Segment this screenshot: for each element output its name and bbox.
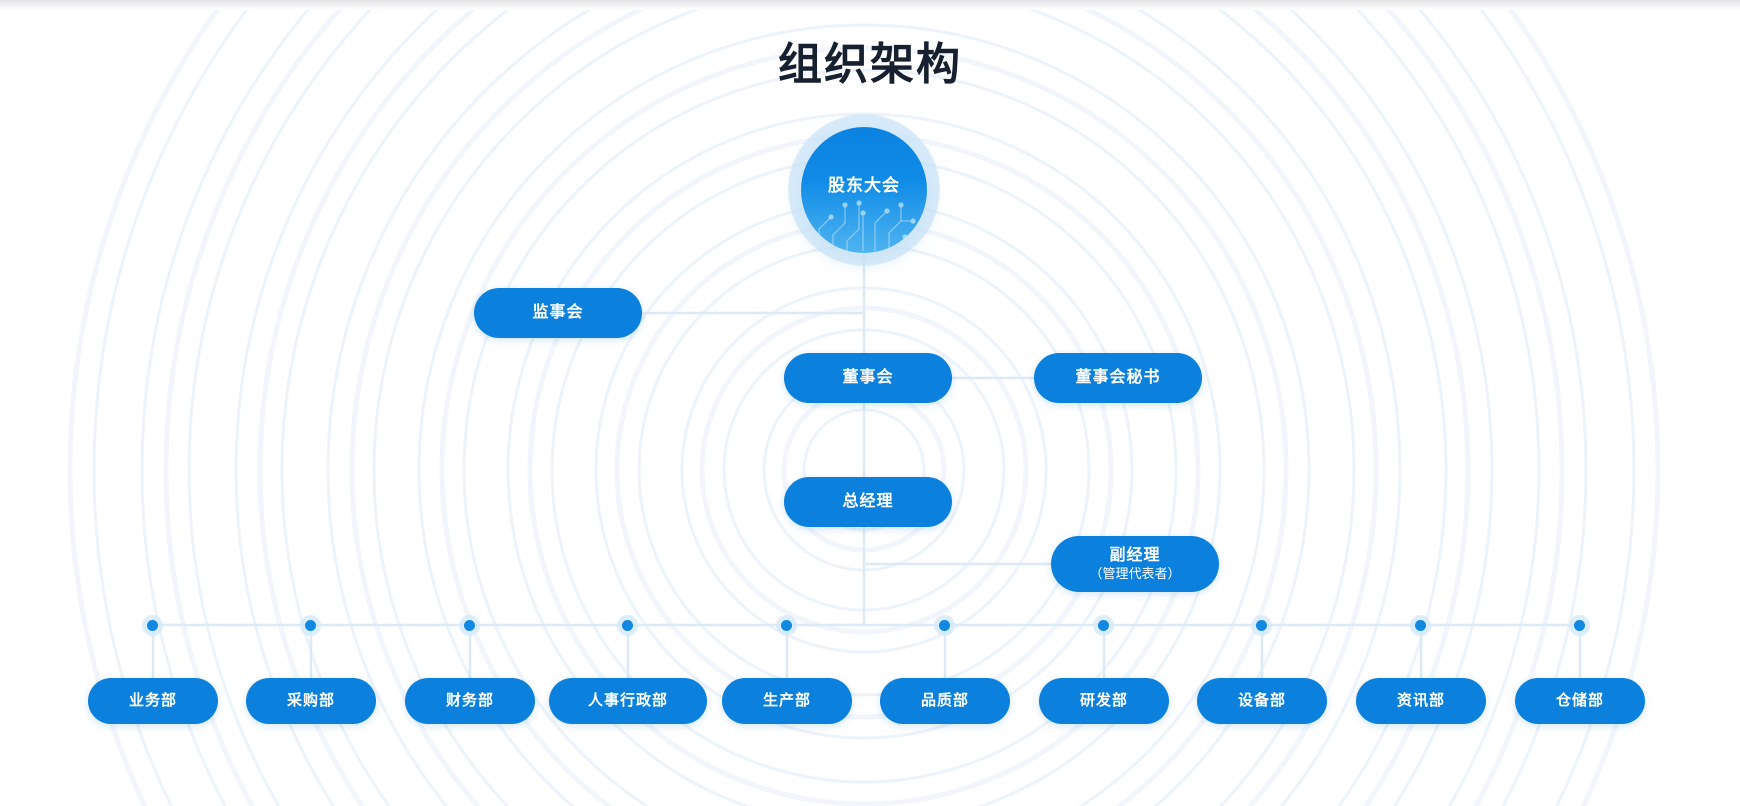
node-dept-production[interactable]: 生产部 [722,678,852,724]
node-dept-it[interactable]: 资讯部 [1356,678,1486,724]
bus-dot [464,620,475,631]
node-label: 设备部 [1237,691,1286,709]
node-shareholders-meeting[interactable]: 股东大会 [801,127,927,253]
bus-dot [622,620,633,631]
node-label: 生产部 [762,691,811,709]
node-label: 监事会 [532,304,584,321]
bus-dot [147,620,158,631]
bus-dot [1415,620,1426,631]
node-dept-purchasing[interactable]: 采购部 [246,678,376,724]
node-dept-warehouse[interactable]: 仓储部 [1515,678,1645,724]
node-dept-finance[interactable]: 财务部 [405,678,535,724]
node-dept-rnd[interactable]: 研发部 [1039,678,1169,724]
node-label: 仓储部 [1555,691,1604,709]
bus-dot [1256,620,1267,631]
node-dept-business[interactable]: 业务部 [88,678,218,724]
bus-dot [1574,620,1585,631]
node-board-of-directors[interactable]: 董事会 [784,353,952,403]
node-dept-equipment[interactable]: 设备部 [1197,678,1327,724]
node-dept-hr-admin[interactable]: 人事行政部 [549,678,707,724]
node-label: 资讯部 [1396,691,1445,709]
node-label: 股东大会 [828,176,900,195]
page-title: 组织架构 [778,40,962,89]
bus-dot [939,620,950,631]
node-label: 总经理 [842,493,894,510]
node-label: 业务部 [128,691,177,709]
node-sublabel: （管理代表者） [1089,565,1181,581]
node-deputy-manager[interactable]: 副经理 （管理代表者） [1051,536,1219,592]
node-label: 研发部 [1079,691,1128,709]
node-label: 副经理 [1109,546,1161,564]
node-label: 品质部 [920,691,969,709]
node-dept-quality[interactable]: 品质部 [880,678,1010,724]
bus-dot [781,620,792,631]
node-supervisory-board[interactable]: 监事会 [474,288,642,338]
node-general-manager[interactable]: 总经理 [784,477,952,527]
node-label: 采购部 [286,691,335,709]
node-label: 财务部 [445,691,494,709]
node-label: 董事会秘书 [1075,369,1161,386]
node-label: 董事会 [842,369,894,386]
bus-dot [1098,620,1109,631]
bus-dot [305,620,316,631]
node-board-secretary[interactable]: 董事会秘书 [1034,353,1202,403]
node-label: 人事行政部 [587,691,668,709]
page-top-edge [0,0,1740,10]
